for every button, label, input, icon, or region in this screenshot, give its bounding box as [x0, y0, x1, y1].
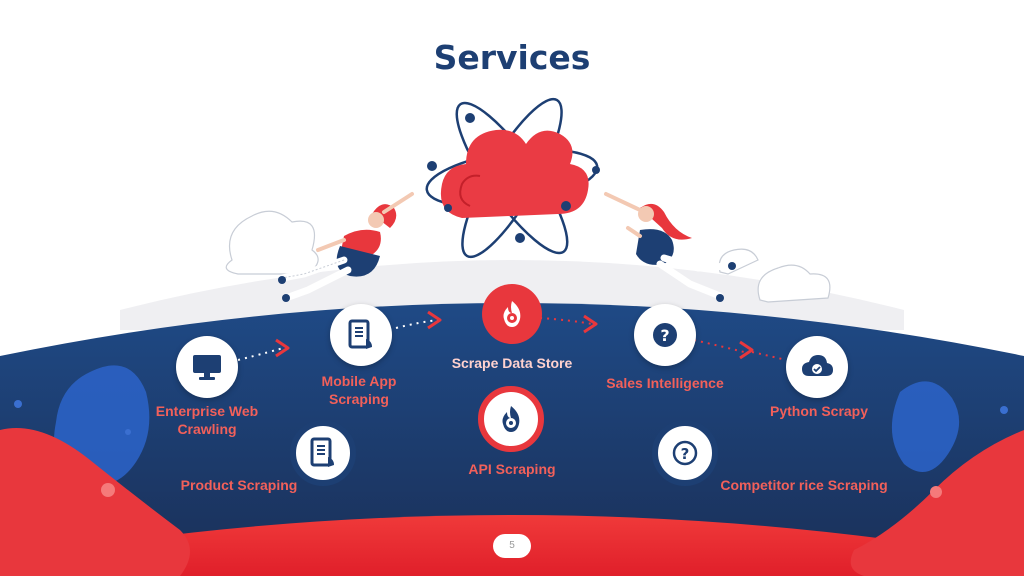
- question-icon: ?: [671, 439, 699, 467]
- flying-woman-left-illustration: [278, 192, 414, 302]
- enterprise-web-crawling-node[interactable]: [176, 336, 238, 398]
- sales-intelligence-label: Sales Intelligence: [606, 375, 724, 391]
- competitor-price-scraping-label: Competitor rice Scraping: [720, 477, 888, 493]
- tablet-document-icon: [308, 437, 338, 469]
- product-scraping-node[interactable]: [290, 420, 356, 486]
- flame-eye-icon: [498, 299, 526, 329]
- python-scrapy-node[interactable]: [786, 336, 848, 398]
- api-scraping-node[interactable]: [478, 386, 544, 452]
- svg-text:?: ?: [681, 445, 690, 463]
- cloud-check-icon: [801, 354, 833, 380]
- enterprise-web-crawling-label: Enterprise Web Crawling: [155, 403, 259, 437]
- api-scraping-label: API Scraping: [468, 461, 556, 477]
- product-scraping-label: Product Scraping: [180, 477, 298, 493]
- scrape-data-store-node[interactable]: [482, 284, 542, 344]
- sales-intelligence-node[interactable]: ?: [634, 304, 696, 366]
- scrape-data-store-label: Scrape Data Store: [451, 355, 573, 371]
- page-title: Services: [433, 38, 591, 77]
- page-number: 5: [493, 534, 531, 558]
- mobile-document-icon: [346, 319, 376, 351]
- svg-text:?: ?: [660, 326, 669, 345]
- python-scrapy-label: Python Scrapy: [769, 403, 869, 419]
- question-icon: ?: [651, 321, 679, 349]
- flame-eye-icon: [497, 404, 525, 434]
- mobile-app-scraping-node[interactable]: [330, 304, 392, 366]
- cloud-atom-illustration: [425, 97, 600, 259]
- cloud-left-icon: [225, 210, 319, 275]
- mobile-app-scraping-label: Mobile App Scraping: [321, 373, 397, 407]
- flying-woman-right-illustration: [604, 192, 736, 302]
- monitor-icon: [191, 353, 223, 381]
- competitor-price-scraping-node[interactable]: ?: [652, 420, 718, 486]
